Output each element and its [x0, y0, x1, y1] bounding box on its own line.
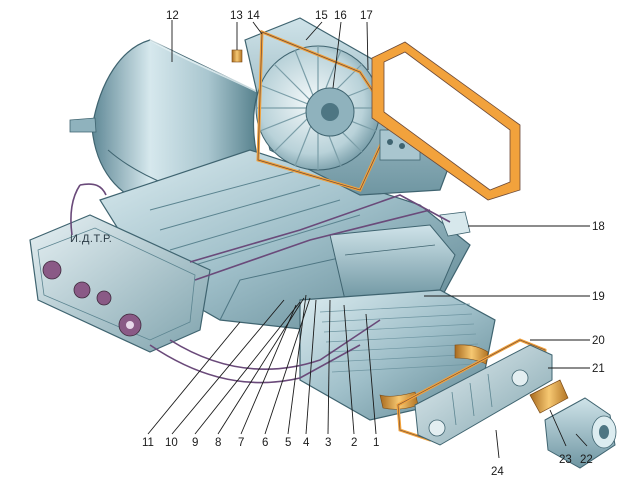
- callout-13: 13: [230, 10, 243, 22]
- callout-23: 23: [559, 454, 572, 466]
- callout-5: 5: [285, 437, 291, 449]
- coolant-valve: [529, 379, 617, 469]
- callout-4: 4: [303, 437, 310, 449]
- callout-7: 7: [238, 437, 244, 449]
- callout-9: 9: [192, 437, 198, 449]
- blower-fan: [231, 17, 456, 196]
- callout-8: 8: [215, 437, 221, 449]
- leader-lines: [147, 20, 590, 459]
- callout-12: 12: [166, 10, 179, 22]
- callout-24: 24: [491, 466, 504, 478]
- callout-16: 16: [334, 10, 347, 22]
- heater-core: [299, 289, 496, 421]
- callout-21: 21: [592, 363, 605, 375]
- callout-18: 18: [592, 221, 605, 233]
- callout-17: 17: [360, 10, 373, 22]
- callout-6: 6: [262, 437, 268, 449]
- callout-14: 14: [247, 10, 260, 22]
- control-panel: И.Д.Т.Р.: [29, 214, 211, 353]
- callout-3: 3: [325, 437, 331, 449]
- callout-labels: 12 13 14 15 16 17 18 19 20 21 11 10 9 8 …: [142, 10, 605, 478]
- core-end-plate: [396, 338, 553, 446]
- callout-15: 15: [315, 10, 328, 22]
- callout-11: 11: [142, 437, 154, 449]
- callout-19: 19: [592, 291, 605, 303]
- callout-2: 2: [351, 437, 357, 449]
- filter-frame-gasket: [371, 41, 521, 201]
- callout-20: 20: [592, 335, 605, 347]
- callout-1: 1: [373, 437, 379, 449]
- callout-10: 10: [165, 437, 178, 449]
- callout-22: 22: [580, 454, 593, 466]
- control-cables: [70, 183, 451, 384]
- brand-mark: И.Д.Т.Р.: [70, 233, 112, 245]
